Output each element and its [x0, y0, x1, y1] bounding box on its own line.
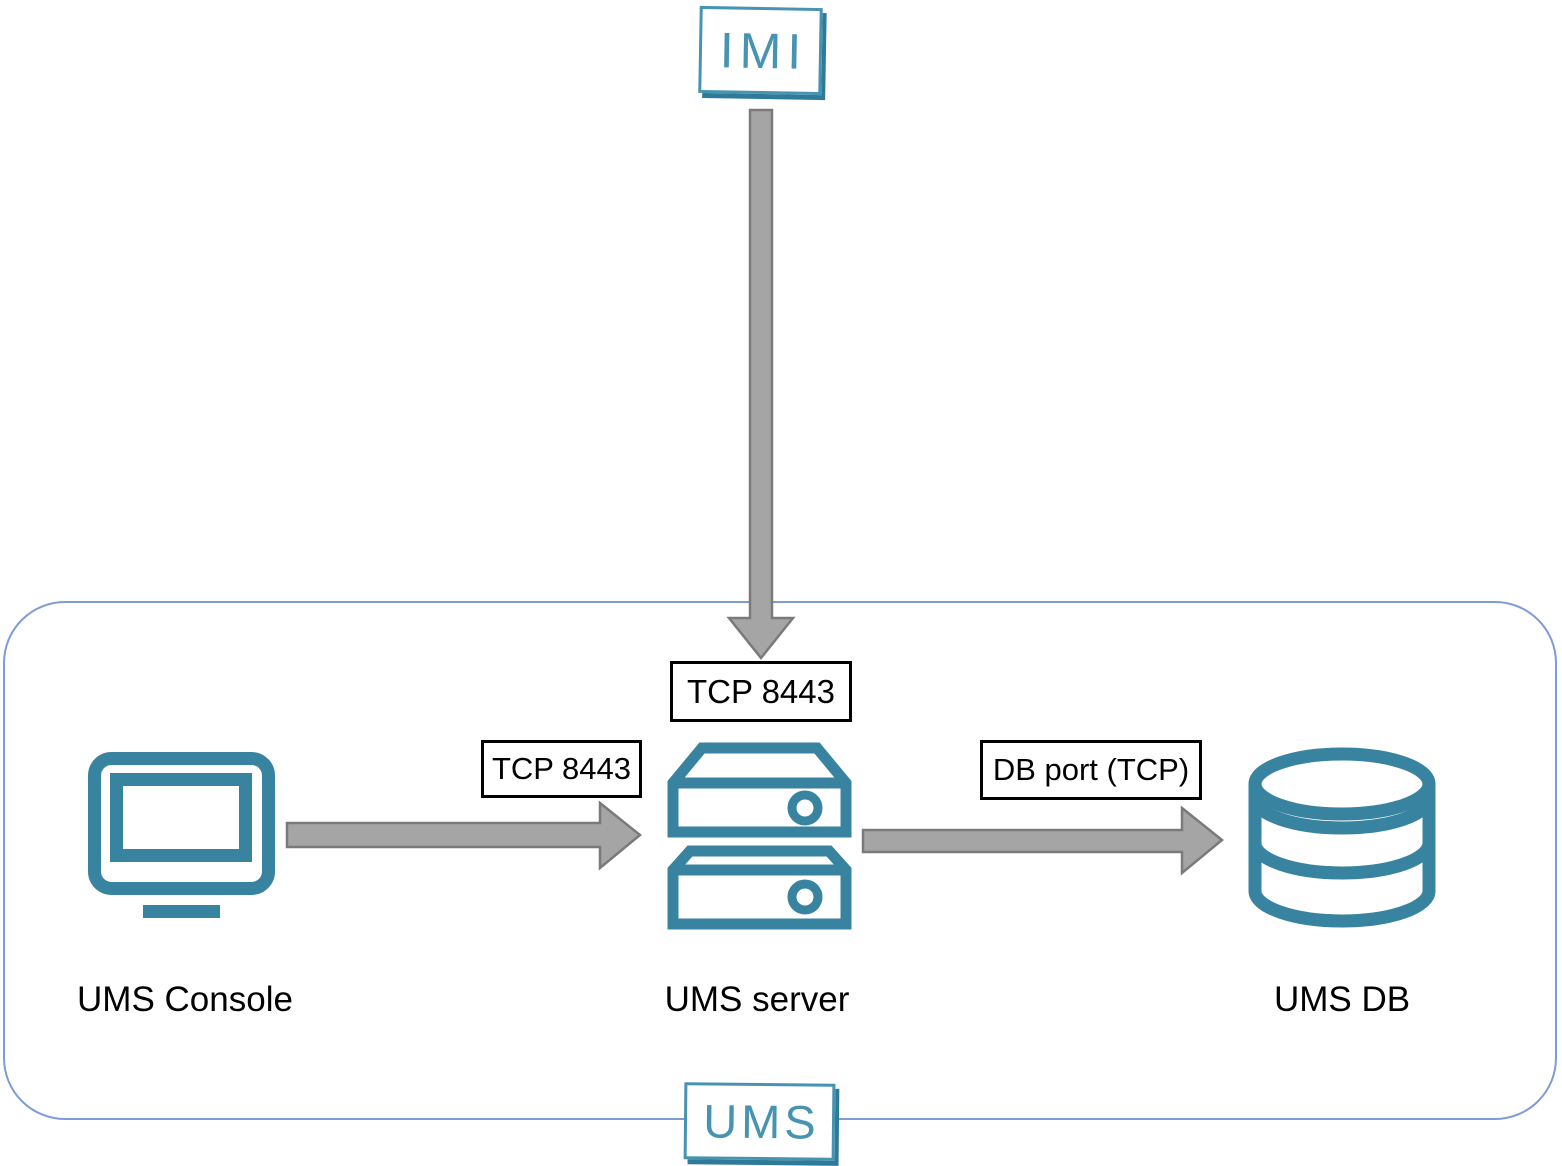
port-label-console-server-text: TCP 8443 [491, 751, 631, 786]
ums-badge: UMS [683, 1082, 836, 1161]
ums-badge-label: UMS [702, 1094, 820, 1149]
monitor-icon [88, 752, 275, 918]
console-caption: UMS Console [77, 980, 293, 1019]
port-label-server-db-text: DB port (TCP) [992, 752, 1190, 787]
server-caption: UMS server [664, 980, 850, 1019]
server-icon [667, 742, 852, 930]
imi-node-label: IMI [719, 21, 808, 80]
imi-node: IMI [698, 5, 823, 96]
arrow-imi-to-server-icon [726, 108, 796, 661]
port-label-imi-server-text: TCP 8443 [687, 672, 835, 710]
database-icon [1248, 747, 1436, 928]
arrow-server-to-db-icon [861, 805, 1224, 876]
port-label-console-server: TCP 8443 [481, 740, 642, 798]
db-caption: UMS DB [1273, 980, 1411, 1019]
arrow-console-to-server-icon [285, 800, 642, 871]
port-label-server-db: DB port (TCP) [980, 740, 1202, 800]
port-label-imi-server: TCP 8443 [670, 661, 852, 722]
